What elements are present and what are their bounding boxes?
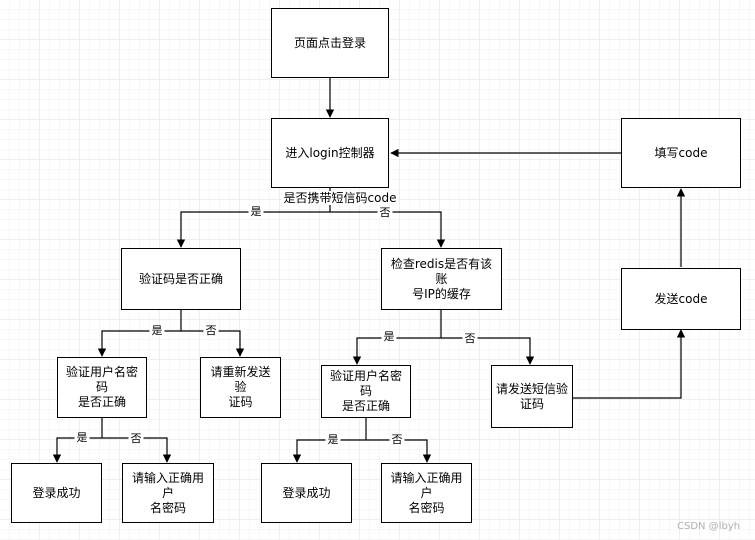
- label-yes-redis: 是: [381, 330, 397, 343]
- label-has-sms-code: 是否携带短信码code: [281, 191, 399, 205]
- label-no-user-mid: 否: [389, 433, 405, 446]
- node-reenter-mid[interactable]: 请输入正确用户 名密码: [381, 463, 472, 523]
- edge-no-to-reenter-left: [102, 437, 172, 463]
- edge-yes-to-success-mid: [292, 439, 366, 463]
- label-no-user-left: 否: [128, 432, 144, 445]
- label-yes-user-left: 是: [74, 431, 90, 444]
- label-yes-sms: 是: [248, 205, 264, 218]
- node-verify-user-mid[interactable]: 验证用户名密码 是否正确: [321, 365, 411, 418]
- edge-no-to-reenter-mid: [366, 439, 432, 463]
- label-no-redis: 否: [462, 332, 478, 345]
- edge-yes-to-verify-code: [176, 211, 330, 248]
- label-yes-verify-code: 是: [149, 324, 165, 337]
- label-no-verify-code: 否: [203, 324, 219, 337]
- label-no-sms: 否: [377, 206, 393, 219]
- node-send-code[interactable]: 发送code: [621, 268, 741, 330]
- node-send-sms[interactable]: 请发送短信验 证码: [491, 365, 573, 428]
- node-fill-code[interactable]: 填写code: [621, 118, 741, 188]
- edge-yes-to-verify-user-mid: [352, 337, 441, 365]
- node-login-success-mid[interactable]: 登录成功: [261, 463, 352, 523]
- node-verify-code[interactable]: 验证码是否正确: [121, 248, 241, 310]
- node-reenter-left[interactable]: 请输入正确用户 名密码: [122, 463, 214, 523]
- edge-send-sms-to-send-code: [573, 329, 686, 399]
- node-login-success-left[interactable]: 登录成功: [11, 463, 102, 523]
- edge-no-to-check-redis: [330, 211, 446, 248]
- edge-no-to-resend-code: [181, 330, 245, 357]
- edge-yes-to-verify-user-left: [97, 330, 181, 357]
- watermark: CSDN @lbyh: [677, 521, 741, 532]
- node-page-login[interactable]: 页面点击登录: [271, 8, 389, 78]
- node-resend-code[interactable]: 请重新发送验 证码: [200, 357, 281, 418]
- edge-no-to-send-sms: [441, 337, 535, 365]
- node-login-controller[interactable]: 进入login控制器: [271, 118, 389, 188]
- node-verify-user-left[interactable]: 验证用户名密码 是否正确: [57, 357, 147, 418]
- label-yes-user-mid: 是: [325, 433, 341, 446]
- node-check-redis[interactable]: 检查redis是否有该账 号IP的缓存: [381, 248, 502, 310]
